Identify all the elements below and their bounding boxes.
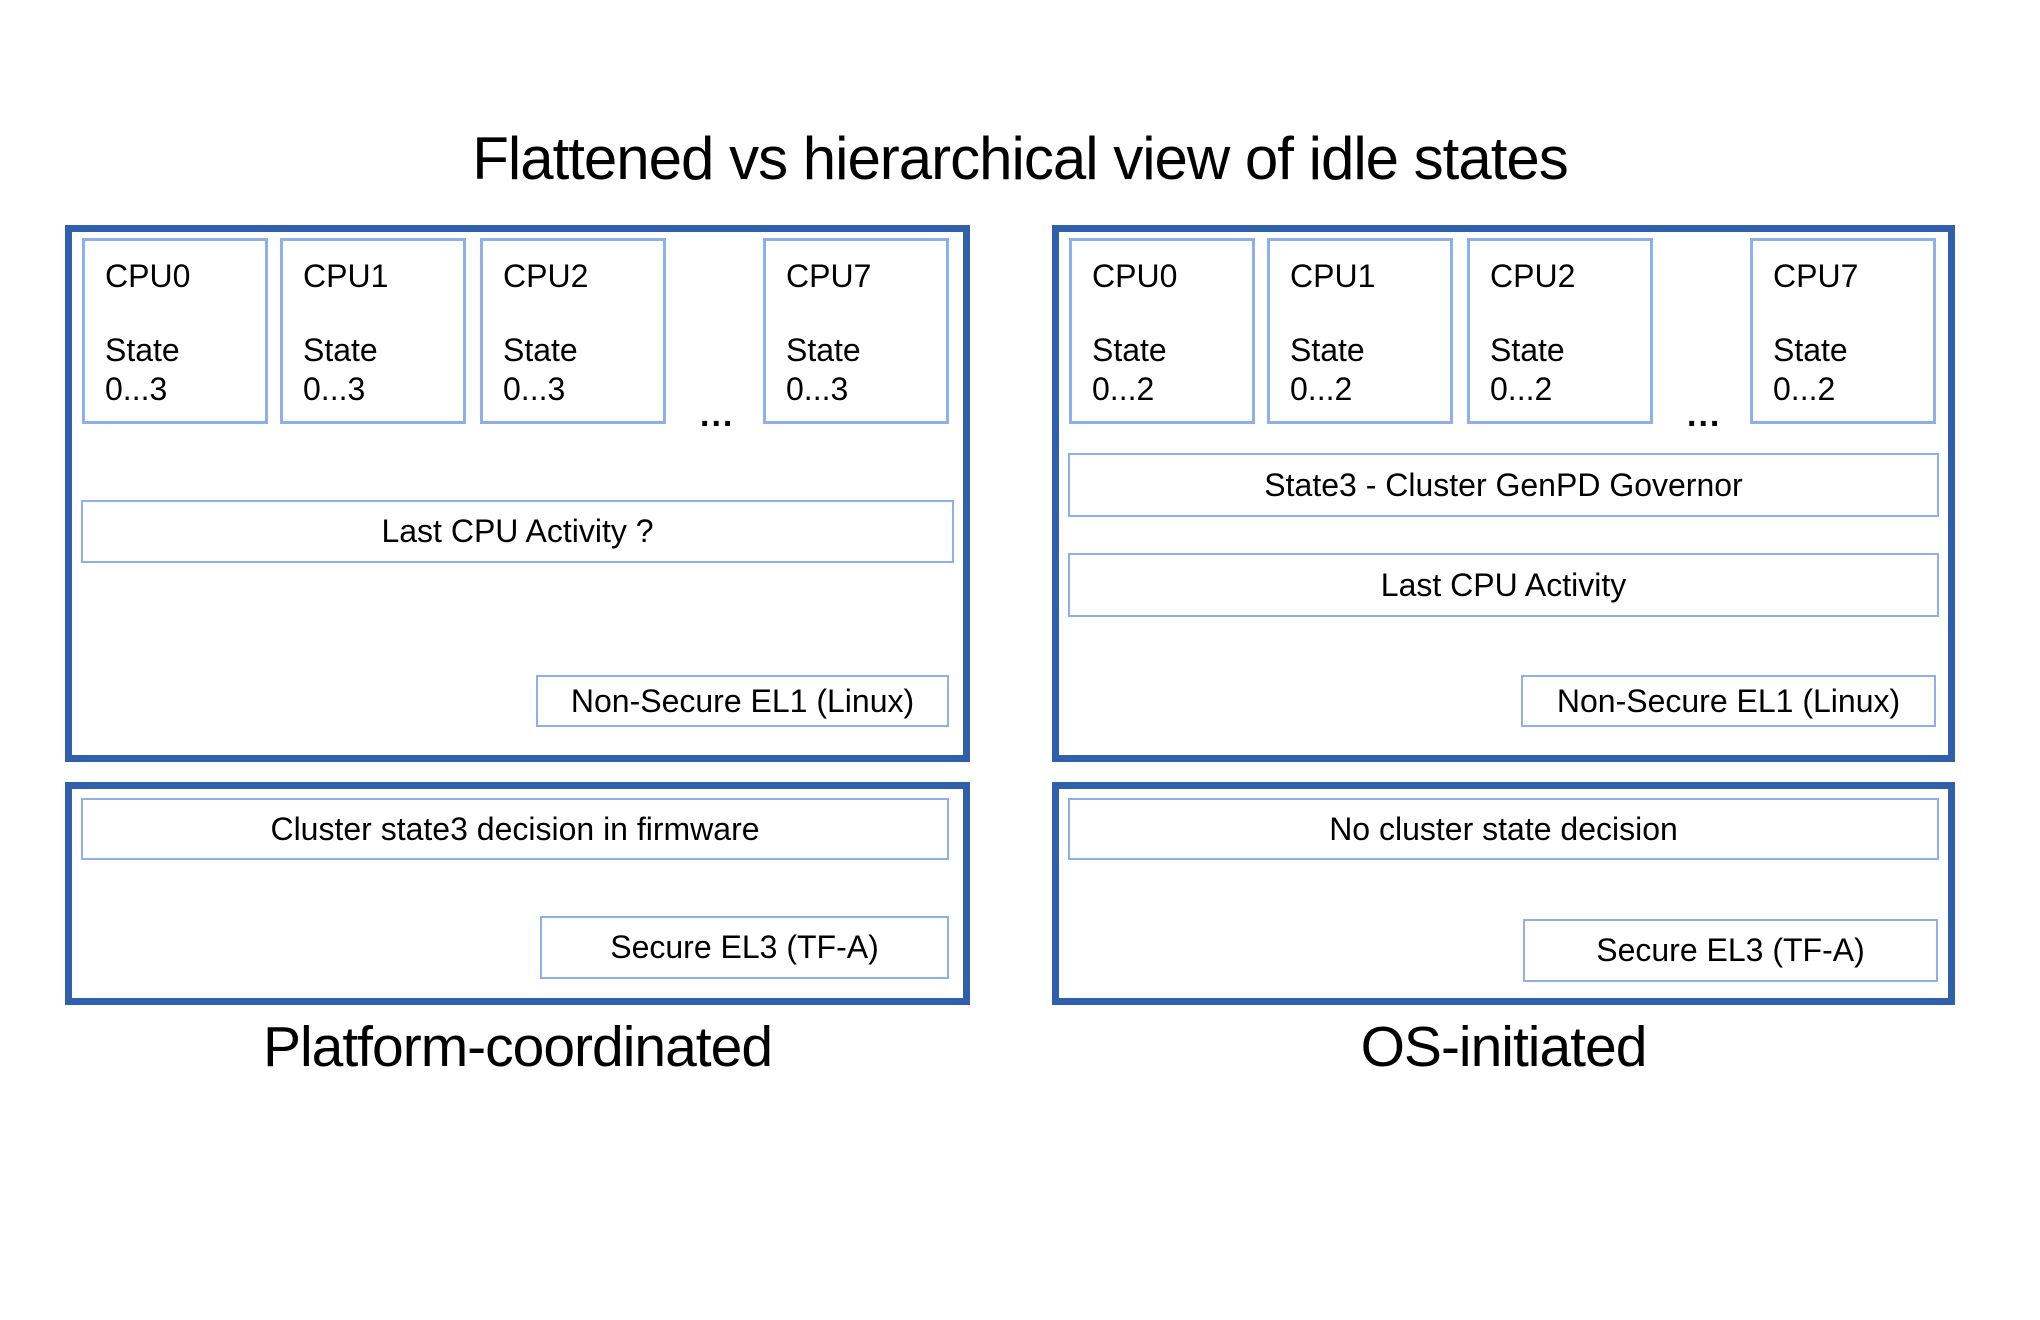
- cpu-card: CPU7 State 0...2: [1750, 238, 1936, 424]
- os-initiated-el1-panel: CPU0 State 0...2 CPU1 State 0...2 CPU2 S…: [1052, 225, 1955, 762]
- cpu-card: CPU1 State 0...3: [280, 238, 466, 424]
- cpu-card: CPU2 State 0...3: [480, 238, 666, 424]
- cpu-ellipsis: ...: [1687, 396, 1722, 434]
- platform-coordinated-el1-panel: CPU0 State 0...3 CPU1 State 0...3 CPU2 S…: [65, 225, 970, 762]
- cpu-state-range: 0...3: [303, 370, 366, 407]
- cluster-decision-box: Cluster state3 decision in firmware: [81, 798, 949, 860]
- non-secure-el1-box: Non-Secure EL1 (Linux): [1521, 675, 1936, 727]
- cpu-name: CPU1: [1290, 258, 1376, 294]
- cpu-name: CPU0: [1092, 258, 1178, 294]
- platform-coordinated-el3-panel: Cluster state3 decision in firmware Secu…: [65, 782, 970, 1005]
- cpu-state-word: State: [1290, 331, 1365, 368]
- cpu-state-range: 0...2: [1773, 370, 1836, 407]
- cpu-state-range: 0...3: [105, 370, 168, 407]
- non-secure-el1-box: Non-Secure EL1 (Linux): [536, 675, 949, 727]
- cpu-state-range: 0...3: [503, 370, 566, 407]
- diagram-title: Flattened vs hierarchical view of idle s…: [472, 125, 1569, 192]
- secure-el3-box: Secure EL3 (TF-A): [1523, 919, 1938, 982]
- secure-el3-box: Secure EL3 (TF-A): [540, 916, 949, 979]
- cpu-name: CPU2: [503, 258, 589, 294]
- cpu-card: CPU2 State 0...2: [1467, 238, 1653, 424]
- cpu-state-word: State: [303, 331, 378, 368]
- cpu-state-word: State: [1092, 331, 1167, 368]
- cpu-state: State 0...2: [1490, 331, 1642, 409]
- cpu-state: State 0...2: [1773, 331, 1925, 409]
- os-initiated-label: OS-initiated: [1360, 1015, 1648, 1079]
- cluster-decision-box: No cluster state decision: [1068, 798, 1939, 860]
- cpu-name: CPU0: [105, 258, 191, 294]
- platform-coordinated-label: Platform-coordinated: [262, 1015, 773, 1079]
- cpu-state-range: 0...3: [786, 370, 849, 407]
- cpu-name: CPU2: [1490, 258, 1576, 294]
- cpu-name: CPU7: [786, 258, 872, 294]
- cpu-card: CPU0 State 0...3: [82, 238, 268, 424]
- last-cpu-activity-box: Last CPU Activity ?: [81, 500, 954, 563]
- cpu-card: CPU0 State 0...2: [1069, 238, 1255, 424]
- cpu-state-range: 0...2: [1092, 370, 1155, 407]
- cpu-state-word: State: [503, 331, 578, 368]
- cpu-state: State 0...3: [503, 331, 655, 409]
- cpu-state-word: State: [1490, 331, 1565, 368]
- cpu-state: State 0...3: [303, 331, 455, 409]
- cpu-state-range: 0...2: [1490, 370, 1553, 407]
- last-cpu-activity-box: Last CPU Activity: [1068, 553, 1939, 617]
- os-initiated-el3-panel: No cluster state decision Secure EL3 (TF…: [1052, 782, 1955, 1005]
- cpu-name: CPU1: [303, 258, 389, 294]
- cpu-state-word: State: [1773, 331, 1848, 368]
- cpu-state-word: State: [105, 331, 180, 368]
- cpu-state-word: State: [786, 331, 861, 368]
- cpu-state: State 0...3: [105, 331, 257, 409]
- cpu-name: CPU7: [1773, 258, 1859, 294]
- cpu-card: CPU7 State 0...3: [763, 238, 949, 424]
- cpu-state: State 0...2: [1092, 331, 1244, 409]
- cpu-state: State 0...3: [786, 331, 938, 409]
- cluster-genpd-governor-box: State3 - Cluster GenPD Governor: [1068, 453, 1939, 517]
- cpu-card: CPU1 State 0...2: [1267, 238, 1453, 424]
- cpu-ellipsis: ...: [700, 396, 735, 434]
- cpu-state-range: 0...2: [1290, 370, 1353, 407]
- cpu-state: State 0...2: [1290, 331, 1442, 409]
